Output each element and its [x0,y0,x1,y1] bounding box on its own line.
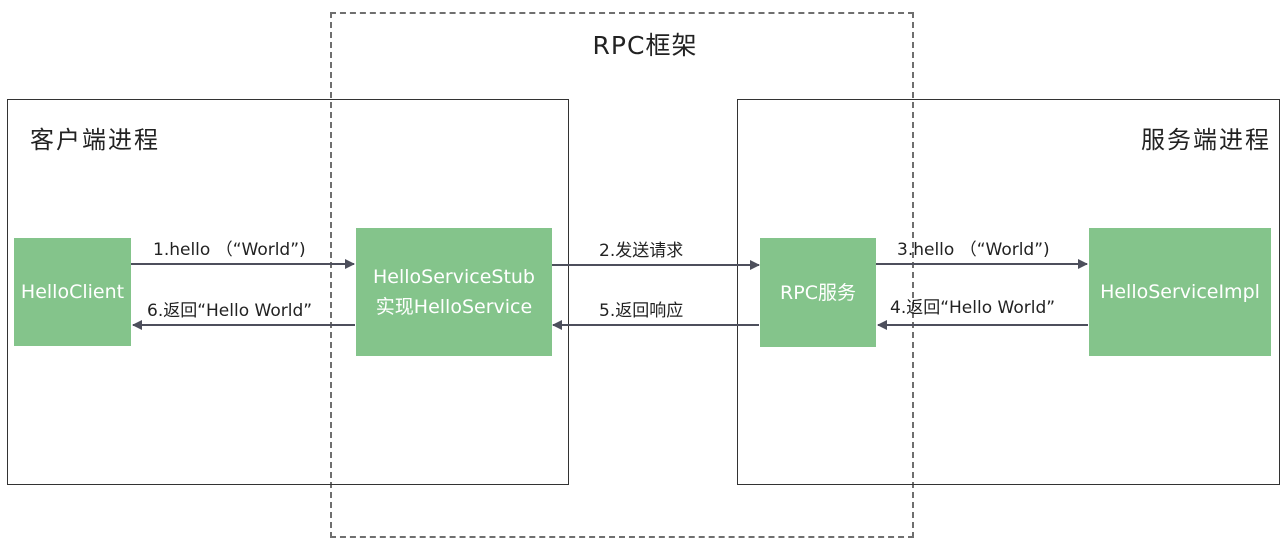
stub-label-line2: 实现HelloService [375,296,533,318]
edge-label-step5: 5.返回响应 [599,301,684,321]
edge-label-step2: 2.发送请求 [599,241,684,261]
rpc-framework-title: RPC框架 [592,31,698,60]
edge-label-step1: 1.hello （“World”) [153,240,306,260]
hello-service-stub-node: HelloServiceStub 实现HelloService [356,228,552,356]
rpc-framework-boundary [330,12,914,538]
rpc-service-node: RPC服务 [760,238,876,347]
client-process-title: 客户端进程 [30,126,160,154]
stub-label-line1: HelloServiceStub [373,266,535,288]
edge-label-step4: 4.返回“Hello World” [890,298,1056,318]
rpc-service-label: RPC服务 [780,281,856,304]
hello-client-label: HelloClient [20,281,125,303]
client-process-box [7,99,569,485]
impl-label: HelloServiceImpl [1100,281,1260,303]
hello-service-impl-node: HelloServiceImpl [1089,228,1271,356]
server-process-title: 服务端进程 [1141,126,1271,154]
edge-label-step3: 3.hello （“World”) [897,240,1050,260]
server-process-box [737,99,1280,485]
hello-client-node: HelloClient [14,238,131,346]
edge-label-step6: 6.返回“Hello World” [147,301,313,321]
